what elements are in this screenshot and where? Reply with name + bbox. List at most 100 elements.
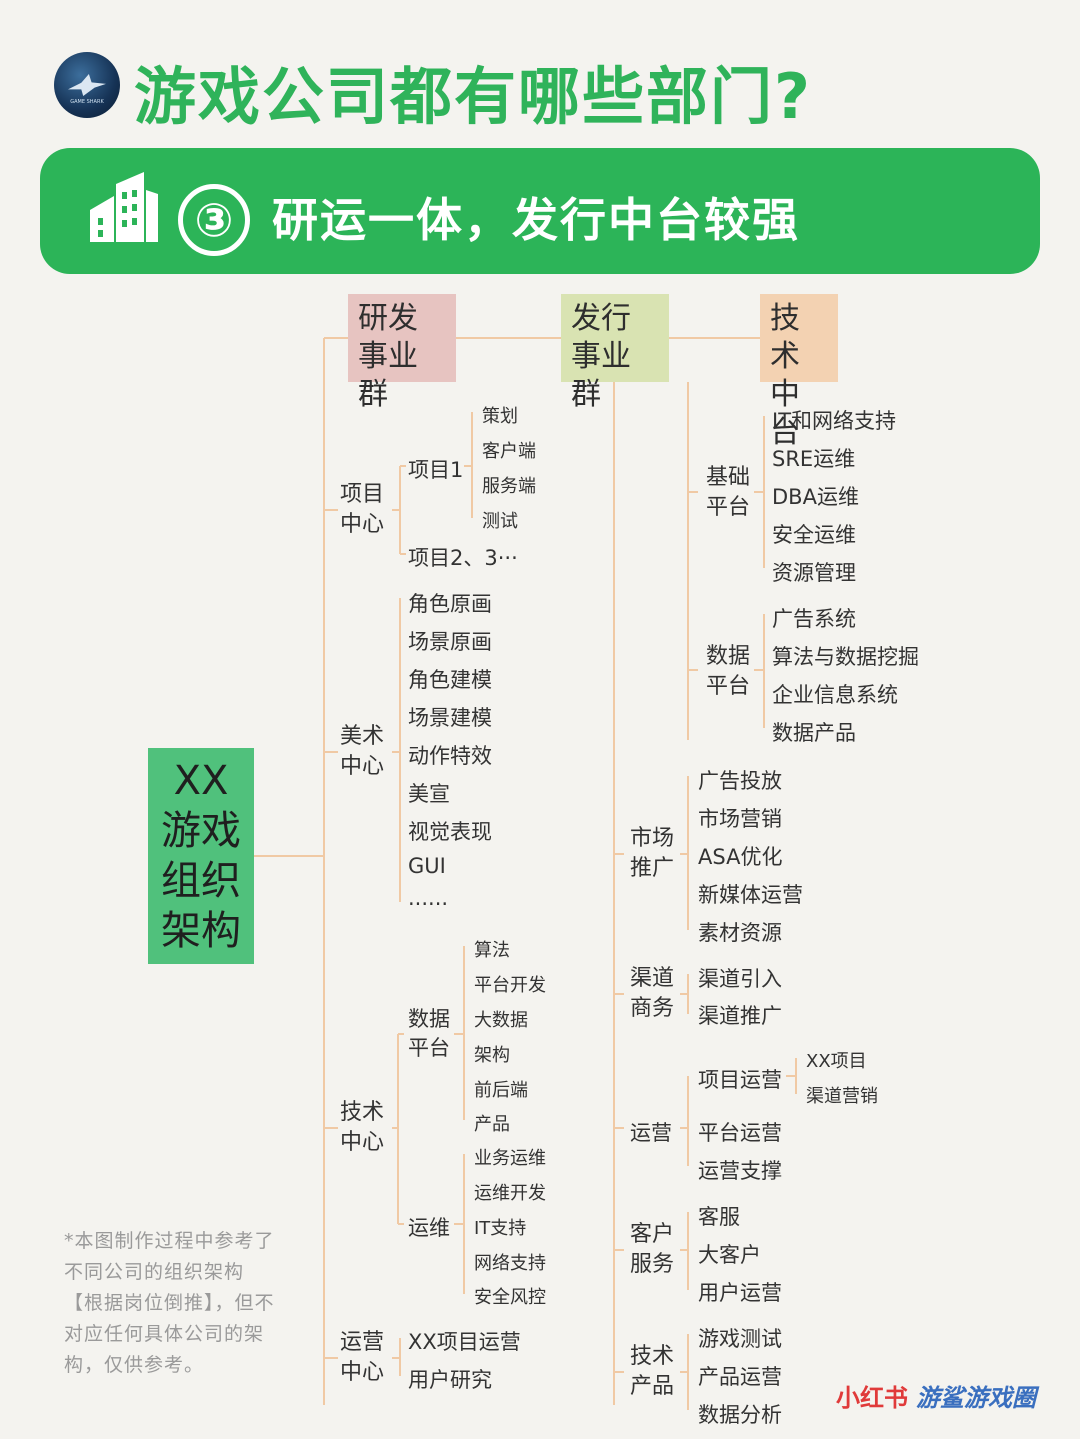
- basic-platform-item: SRE运维: [772, 447, 856, 471]
- customer-item: 大客户: [698, 1243, 761, 1267]
- rd-data-platform-label: 数据 平台: [408, 1005, 450, 1063]
- marketing-item: 素材资源: [698, 921, 782, 945]
- rd-head-line-1: 研发: [358, 301, 418, 336]
- operation-center-label: 运营 中心: [340, 1328, 384, 1388]
- project-center-line-2: 中心: [340, 512, 385, 537]
- ops-item: 网络支持: [474, 1253, 546, 1274]
- rd-data-platform-item: 产品: [474, 1114, 510, 1135]
- tech-data-platform-item: 广告系统: [772, 607, 856, 631]
- publish-head-line-1: 发行: [571, 301, 631, 336]
- marketing-line-1: 市场: [630, 826, 675, 851]
- shark-fin-icon: [68, 74, 106, 96]
- publish-operation-label: 运营: [630, 1121, 672, 1145]
- project-center-label: 项目 中心: [340, 480, 384, 540]
- channel-item: 渠道引入: [698, 967, 782, 991]
- root-line-2: 游戏: [161, 808, 241, 854]
- project-ops-node: 项目运营: [698, 1068, 782, 1092]
- tech-product-item: 产品运营: [698, 1365, 782, 1389]
- rd-data-platform-item: 大数据: [474, 1010, 528, 1031]
- page-title: 游戏公司都有哪些部门?: [134, 60, 812, 133]
- art-item: 角色建模: [408, 668, 492, 692]
- tech-head-line-1: 技术: [770, 301, 800, 374]
- section-number: ③: [178, 184, 250, 256]
- marketing-item: 新媒体运营: [698, 883, 803, 907]
- root-line-3: 组织: [161, 858, 241, 904]
- customer-service-label: 客户 服务: [630, 1220, 674, 1280]
- marketing-item: 广告投放: [698, 769, 782, 793]
- tech-product-line-1: 技术: [630, 1344, 675, 1369]
- operation-center-line-2: 中心: [340, 1360, 385, 1385]
- customer-line-2: 服务: [630, 1252, 675, 1277]
- art-item: 动作特效: [408, 744, 492, 768]
- rd-head-line-2: 事业群: [358, 339, 418, 412]
- section-subtitle: 研运一体，发行中台较强: [272, 193, 800, 247]
- tech-product-label: 技术 产品: [630, 1342, 674, 1402]
- art-item: 视觉表现: [408, 820, 492, 844]
- publish-operation-item: 运营支撑: [698, 1159, 782, 1183]
- ops-item: IT支持: [474, 1218, 527, 1239]
- operation-center-item: XX项目运营: [408, 1330, 521, 1354]
- tech-product-item: 游戏测试: [698, 1327, 782, 1351]
- brand-account: 游鲨游戏圈: [916, 1384, 1036, 1412]
- basic-platform-item: 安全运维: [772, 523, 856, 547]
- ops-label: 运维: [408, 1216, 450, 1240]
- basic-platform-item: DBA运维: [772, 485, 859, 509]
- customer-item: 客服: [698, 1205, 740, 1229]
- channel-label: 渠道 商务: [630, 964, 674, 1024]
- ops-item: 业务运维: [474, 1148, 546, 1169]
- channel-item: 渠道推广: [698, 1004, 782, 1028]
- art-item: GUI: [408, 854, 446, 878]
- basic-platform-item: 资源管理: [772, 561, 856, 585]
- art-item: ......: [408, 886, 449, 910]
- publish-head-line-2: 事业群: [571, 339, 631, 412]
- publish-operation-item: 平台运营: [698, 1121, 782, 1145]
- logo-text: GAME SHARK: [70, 99, 104, 105]
- customer-item: 用户运营: [698, 1281, 782, 1305]
- art-item: 角色原画: [408, 592, 492, 616]
- rd-data-platform-item: 前后端: [474, 1080, 528, 1101]
- publish-group-head: 发行 事业群: [561, 294, 669, 412]
- operation-center-line-1: 运营: [340, 1330, 385, 1355]
- brand-platform: 小红书: [836, 1384, 908, 1412]
- rd-group-head: 研发 事业群: [348, 294, 456, 412]
- tech-data-platform-item: 数据产品: [772, 721, 856, 745]
- art-center-line-1: 美术: [340, 724, 385, 749]
- project1-item: 客户端: [482, 441, 536, 462]
- tech-data-platform-label: 数据 平台: [706, 642, 750, 702]
- footnote: *本图制作过程中参考了不同公司的组织架构【根据岗位倒推】，但不对应任何具体公司的…: [64, 1230, 275, 1376]
- project1-item: 测试: [482, 511, 518, 532]
- marketing-line-2: 推广: [630, 856, 675, 881]
- tech-data-platform-line-2: 平台: [706, 674, 751, 699]
- tech-center-line-2: 中心: [340, 1130, 385, 1155]
- tech-head-line-2: 中台: [770, 377, 800, 450]
- basic-platform-label: 基础 平台: [706, 463, 750, 523]
- tech-data-platform-item: 企业信息系统: [772, 683, 898, 707]
- tech-center-label: 技术 中心: [340, 1098, 384, 1158]
- marketing-label: 市场 推广: [630, 824, 674, 884]
- rd-data-platform-line-2: 平台: [408, 1036, 450, 1060]
- tech-platform-head: 技术 中台: [760, 294, 838, 450]
- art-center-label: 美术 中心: [340, 722, 384, 782]
- art-item: 场景原画: [408, 630, 492, 654]
- tech-data-platform-line-1: 数据: [706, 644, 751, 669]
- tech-product-line-2: 产品: [630, 1374, 675, 1399]
- basic-platform-item: IT和网络支持: [772, 409, 897, 433]
- root-node: XX 游戏 组织 架构: [148, 748, 254, 964]
- ops-item: 安全风控: [474, 1287, 546, 1308]
- basic-platform-line-1: 基础: [706, 465, 751, 490]
- brand-signature: 小红书游鲨游戏圈: [836, 1378, 1036, 1413]
- tech-center-line-1: 技术: [340, 1100, 385, 1125]
- project-ops-item: XX项目: [806, 1051, 867, 1072]
- building-icon: [90, 172, 158, 242]
- channel-line-2: 商务: [630, 996, 675, 1021]
- marketing-item: 市场营销: [698, 807, 782, 831]
- channel-line-1: 渠道: [630, 966, 675, 991]
- project1-item: 策划: [482, 406, 518, 427]
- art-center-line-2: 中心: [340, 754, 385, 779]
- tech-product-item: 数据分析: [698, 1403, 782, 1427]
- basic-platform-line-2: 平台: [706, 495, 751, 520]
- project-ops-item: 渠道营销: [806, 1086, 878, 1107]
- root-line-1: XX: [173, 758, 229, 804]
- art-item: 美宣: [408, 782, 450, 806]
